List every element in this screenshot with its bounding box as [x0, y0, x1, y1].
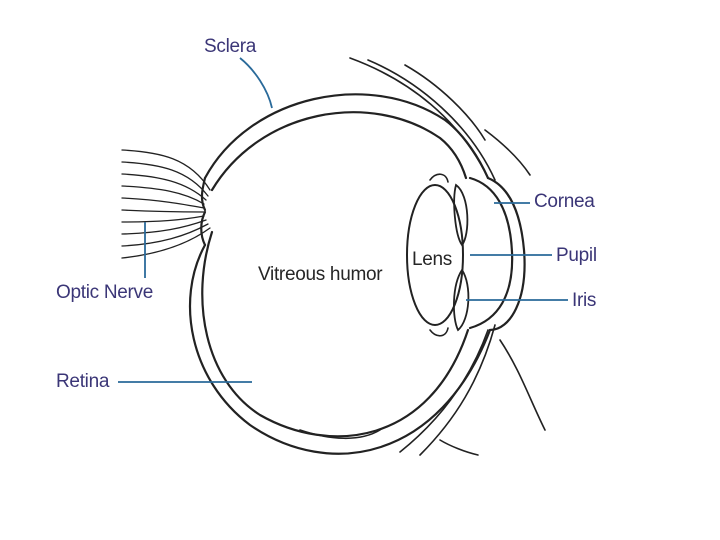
sclera-label: Sclera	[204, 36, 257, 57]
cornea-label: Cornea	[534, 191, 595, 212]
retina-outline	[210, 111, 468, 192]
optic-nerve-fibers	[121, 149, 211, 259]
sclera-outline	[203, 93, 490, 180]
iris-upper	[453, 183, 469, 247]
leader-lines	[118, 57, 568, 383]
vitreous-humor-label: Vitreous humor	[258, 264, 383, 285]
optic-nerve-label: Optic Nerve	[56, 282, 154, 303]
iris-lower	[453, 268, 470, 332]
retina-label: Retina	[56, 371, 110, 392]
iris-label: Iris	[572, 290, 597, 311]
cornea-outline	[486, 176, 526, 332]
pupil-label: Pupil	[556, 245, 597, 266]
sclera-leader	[239, 57, 273, 109]
lens-shape	[406, 184, 464, 326]
lens-label: Lens	[412, 249, 453, 270]
